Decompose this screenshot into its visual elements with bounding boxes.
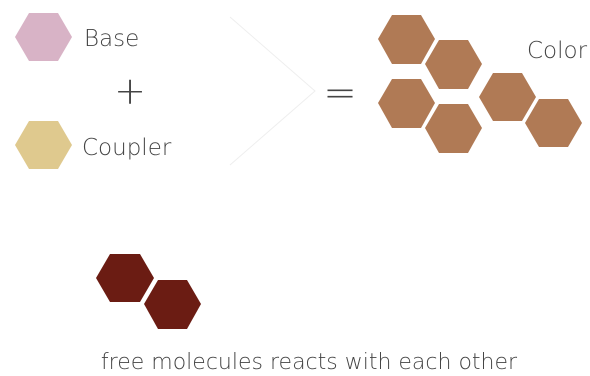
free-molecules-caption: free molecules reacts with each other [101, 350, 518, 375]
free-molecule-hexagon [96, 254, 154, 302]
free-molecule-pair [96, 254, 201, 329]
color-hexagon [378, 79, 435, 128]
base-hexagon [15, 13, 72, 61]
color-label: Color [527, 38, 588, 64]
coupler-label: Coupler [82, 135, 172, 161]
equals-sign: = [323, 70, 357, 116]
color-hexagon [525, 99, 582, 147]
free-molecule-hexagon [144, 280, 201, 329]
color-hexagon [425, 104, 482, 153]
color-hexagon [378, 15, 435, 64]
plus-sign: + [114, 69, 146, 113]
chevron-bracket [229, 16, 316, 166]
coupler-hexagon [15, 121, 72, 169]
color-hexagon [479, 73, 536, 121]
base-label: Base [84, 26, 139, 52]
color-molecule-cluster [378, 15, 582, 153]
color-hexagon [425, 40, 482, 89]
